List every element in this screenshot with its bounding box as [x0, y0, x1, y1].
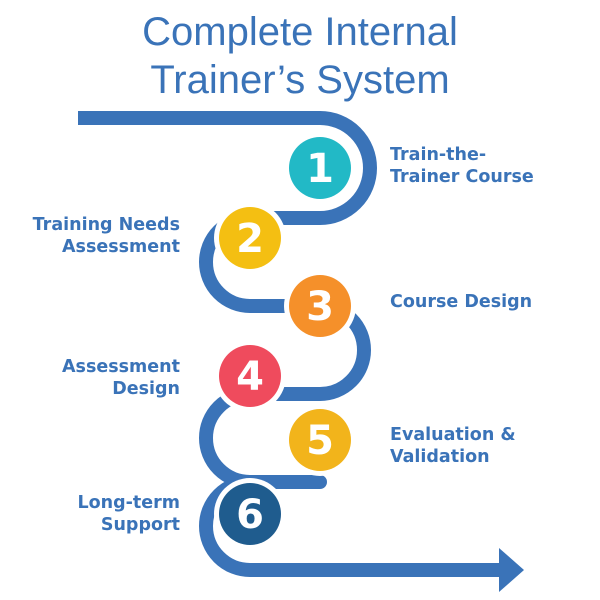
- step-3-label: Course Design: [390, 291, 532, 313]
- step-1-label: Train-the- Trainer Course: [390, 144, 534, 188]
- step-1-label-line-2: Trainer Course: [390, 167, 534, 187]
- step-6-number: 6: [236, 492, 264, 538]
- step-6-label: Long-term Support: [77, 492, 180, 536]
- step-5-label-line-2: Validation: [390, 447, 490, 467]
- step-5-badge: 5: [284, 404, 356, 476]
- step-1-label-line-1: Train-the-: [390, 145, 487, 165]
- step-6-label-line-1: Long-term: [77, 493, 180, 513]
- step-4-number: 4: [236, 354, 264, 400]
- step-3-number: 3: [306, 284, 334, 330]
- step-6-badge-circle: [219, 483, 281, 545]
- title-line-1: Complete Internal: [142, 10, 458, 54]
- step-4-badge: 4: [214, 340, 286, 412]
- step-6-badge: 6: [214, 478, 286, 550]
- step-4-label: Assessment Design: [62, 356, 180, 400]
- step-6-label-line-2: Support: [100, 515, 180, 535]
- step-2-badge-circle: [219, 207, 281, 269]
- step-5-badge-circle: [289, 409, 351, 471]
- step-4-label-line-2: Design: [112, 379, 180, 399]
- step-3-badge-circle: [289, 275, 351, 337]
- step-5-label-line-1: Evaluation &: [390, 425, 516, 445]
- step-2-label-line-1: Training Needs: [32, 215, 180, 235]
- step-5-label: Evaluation & Validation: [390, 424, 516, 468]
- step-2-label-line-2: Assessment: [61, 237, 180, 257]
- step-2-label: Training Needs Assessment: [33, 214, 180, 258]
- step-4-badge-circle: [219, 345, 281, 407]
- step-1-number: 1: [306, 146, 334, 192]
- title-line-2: Trainer’s System: [150, 58, 450, 102]
- step-5-number: 5: [306, 418, 334, 464]
- arrow-head-icon: [499, 548, 524, 592]
- step-3-label-line-1: Course Design: [390, 292, 533, 312]
- step-2-number: 2: [236, 216, 264, 262]
- page-title: Complete Internal Trainer’s System: [0, 8, 600, 104]
- step-1-badge: 1: [284, 132, 356, 204]
- step-3-badge: 3: [284, 270, 356, 342]
- step-4-label-line-1: Assessment: [61, 357, 180, 377]
- step-1-badge-circle: [289, 137, 351, 199]
- step-2-badge: 2: [214, 202, 286, 274]
